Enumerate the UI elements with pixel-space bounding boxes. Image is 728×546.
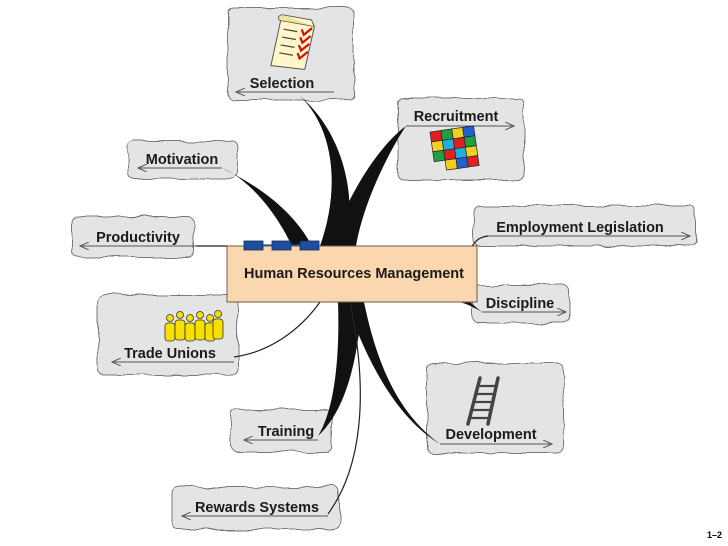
central-node-label: Human Resources Management bbox=[244, 266, 464, 282]
slide-number: 1–2 bbox=[706, 530, 722, 540]
cloud-rewards-systems bbox=[171, 486, 341, 530]
cloud-motivation bbox=[127, 140, 239, 180]
cloud-training bbox=[231, 409, 333, 453]
ladder-icon bbox=[466, 376, 500, 426]
connector-recruitment bbox=[330, 126, 406, 246]
label-productivity[interactable]: Productivity bbox=[96, 230, 180, 246]
puzzle-icon bbox=[429, 125, 480, 171]
label-underlines bbox=[80, 92, 690, 516]
label-employment-legislation[interactable]: Employment Legislation bbox=[496, 220, 664, 236]
label-selection[interactable]: Selection bbox=[250, 76, 314, 92]
label-discipline[interactable]: Discipline bbox=[486, 296, 555, 312]
checklist-icon bbox=[270, 14, 315, 71]
label-development[interactable]: Development bbox=[445, 427, 536, 443]
connector-motivation bbox=[222, 168, 312, 246]
central-tab-3 bbox=[299, 240, 320, 251]
label-trade-unions[interactable]: Trade Unions bbox=[124, 346, 216, 362]
connector-rewards-systems bbox=[327, 301, 361, 515]
cloud-productivity bbox=[71, 216, 195, 258]
connector-selection bbox=[300, 96, 350, 246]
thin-connectors bbox=[196, 235, 489, 515]
label-recruitment[interactable]: Recruitment bbox=[414, 109, 499, 125]
label-rewards-systems[interactable]: Rewards Systems bbox=[195, 500, 319, 516]
connector-training bbox=[318, 302, 362, 436]
cloud-discipline bbox=[472, 284, 570, 324]
cloud-development bbox=[426, 362, 564, 454]
people-group-icon bbox=[164, 310, 224, 342]
branch-labels: Selection Recruitment Motivation Employm… bbox=[96, 76, 664, 516]
label-motivation[interactable]: Motivation bbox=[146, 152, 219, 168]
central-tab-1 bbox=[243, 240, 264, 251]
label-training[interactable]: Training bbox=[258, 424, 314, 440]
central-node[interactable]: Human Resources Management bbox=[226, 240, 478, 303]
connector-development bbox=[346, 302, 440, 444]
connector-trade-unions bbox=[233, 301, 321, 358]
central-node-box bbox=[226, 245, 478, 303]
branch-connectors bbox=[222, 96, 482, 444]
